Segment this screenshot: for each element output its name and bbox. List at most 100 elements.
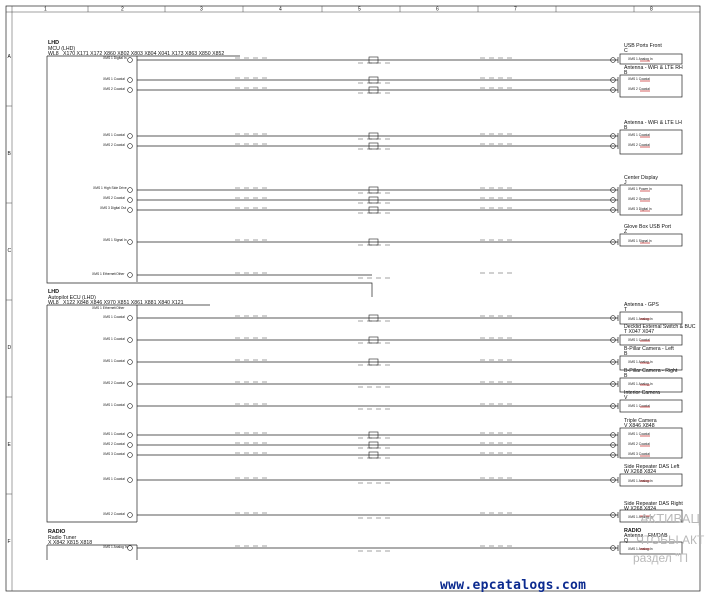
pin-label: XMS 3 Digital In [628, 207, 652, 211]
inline-splice [368, 196, 379, 204]
connector-pin [127, 77, 133, 83]
pin-label: XMS 2 Coaxial [103, 512, 125, 516]
row-label: D [8, 345, 12, 351]
connector-pin [610, 143, 616, 149]
connector-pin [127, 381, 133, 387]
row-label: C [8, 248, 12, 254]
component-title: Side Repeater DAS Right [624, 501, 683, 507]
pin-label: XMS 1 Coaxial [103, 315, 125, 319]
connector-pin [610, 133, 616, 139]
pin-label: XMS 1 Analog In [103, 545, 128, 549]
watermark-url: www.epcatalogs.com [440, 578, 587, 593]
inline-splice [368, 186, 379, 194]
module-code: X X842 X815 X818 [48, 540, 92, 546]
module-radio: RADIO Radio Tuner X X842 X815 X818 [46, 529, 138, 560]
inline-splice [368, 431, 379, 439]
connector-pin [127, 512, 133, 518]
component-code: V [624, 395, 628, 401]
connector-pin [610, 197, 616, 203]
component-code: W X268 X824 [624, 469, 656, 475]
module-autopilot: LHD Autopilot ECU (LHD) WL8 X122 X848 X8… [46, 289, 210, 523]
component-title: USB Ports Front [624, 43, 662, 49]
row-label: F [8, 539, 11, 545]
pin-label: XMS 1 Coaxial [628, 77, 650, 81]
component-boxes [619, 53, 683, 555]
component-code: Q [624, 538, 628, 544]
inline-splice [368, 238, 379, 246]
pin-label: XMS 1 Coaxial [103, 432, 125, 436]
connector-pin [127, 197, 133, 203]
connector-pin [127, 272, 133, 278]
pin-label: XMS 1 Ethernet/Other [92, 272, 125, 276]
component-title: Antenna - WiFi & LTE RH [624, 65, 683, 71]
row-label: E [8, 442, 12, 448]
inline-splice [368, 86, 379, 94]
connector-pin [610, 359, 616, 365]
connector-pin [610, 207, 616, 213]
connector-pin [127, 403, 133, 409]
pin-label: XMS 2 Coaxial [103, 87, 125, 91]
col-label: 6 [436, 7, 439, 13]
connector-pin [610, 452, 616, 458]
pin-label: XMS 1 Digital In [103, 56, 127, 60]
col-label: 3 [200, 7, 203, 13]
pin-label: XMS 1 Coaxial [103, 133, 125, 137]
component-title: Antenna - WiFi & LTE LH [624, 120, 682, 126]
component-title: Antenna - GPS [624, 302, 659, 308]
component-title: Glove Box USB Port [624, 224, 672, 230]
pin-label: XMS 1 Analog In [628, 382, 653, 386]
pin-label: XMS 2 Coaxial [628, 442, 650, 446]
inline-splice [368, 142, 379, 150]
module-tag: LHD [48, 289, 59, 295]
pin-label: XMS 2 Coaxial [628, 87, 650, 91]
connector-pin [127, 337, 133, 343]
connector-pin [610, 239, 616, 245]
col-label: 4 [279, 7, 282, 13]
pin-label: XMS 1 Signal In [628, 239, 652, 243]
component-code: B [624, 351, 628, 357]
connector-pin [610, 477, 616, 483]
component-code: B [624, 70, 628, 76]
ghost-text: АКТИВАЦ [640, 511, 701, 526]
module-mcu: LHD MCU (LHD) WL8 X170 X171 X172 X860 X8… [46, 40, 373, 297]
connector-pin [127, 477, 133, 483]
pin-label: XMS 1 Ethernet/Other [92, 306, 125, 310]
component-title: B-Pillar Camera - Right [624, 368, 678, 374]
connector-pin [610, 432, 616, 438]
module-name: Autopilot ECU (LHD) [48, 295, 96, 301]
component-code: J [624, 180, 627, 186]
pin-label: XMS 1 Signal In [103, 238, 127, 242]
module-name: Radio Tuner [48, 535, 77, 541]
connector-pin [610, 403, 616, 409]
inline-splice [368, 441, 379, 449]
connector-pin [127, 452, 133, 458]
pin-label: XMS 1 Analog In [628, 57, 653, 61]
col-label: 2 [121, 7, 124, 13]
connector-pin [610, 337, 616, 343]
component-code: C [624, 48, 628, 54]
component-title: Decklid External Switch & BUC [624, 324, 696, 330]
connector-pin [127, 207, 133, 213]
row-label: A [8, 54, 12, 60]
pin-label: XMS 3 Coaxial [628, 452, 650, 456]
component-code: T X047 X047 [624, 329, 654, 335]
inline-splice [368, 358, 379, 366]
connector-pin [127, 143, 133, 149]
pin-label: XMS 1 Coaxial [628, 338, 650, 342]
connector-pin [127, 133, 133, 139]
pin-label: XMS 2 Coaxial [103, 442, 125, 446]
pin-label: XMS 1 Coaxial [628, 432, 650, 436]
pin-label: XMS 1 Coaxial [103, 337, 125, 341]
connector-pin [610, 442, 616, 448]
pin-label: XMS 1 Coaxial [628, 133, 650, 137]
connector-pin [127, 545, 133, 551]
component-title: Center Display [624, 175, 658, 181]
pin-label: XMS 1 Coaxial [103, 477, 125, 481]
connector-pin [610, 545, 616, 551]
pin-label: XMS 1 Analog In [628, 515, 653, 519]
inline-splice [368, 132, 379, 140]
pin-label: XMS 1 Coaxial [103, 77, 125, 81]
connector-pin [610, 57, 616, 63]
connector-pin [610, 187, 616, 193]
inline-splice [368, 76, 379, 84]
